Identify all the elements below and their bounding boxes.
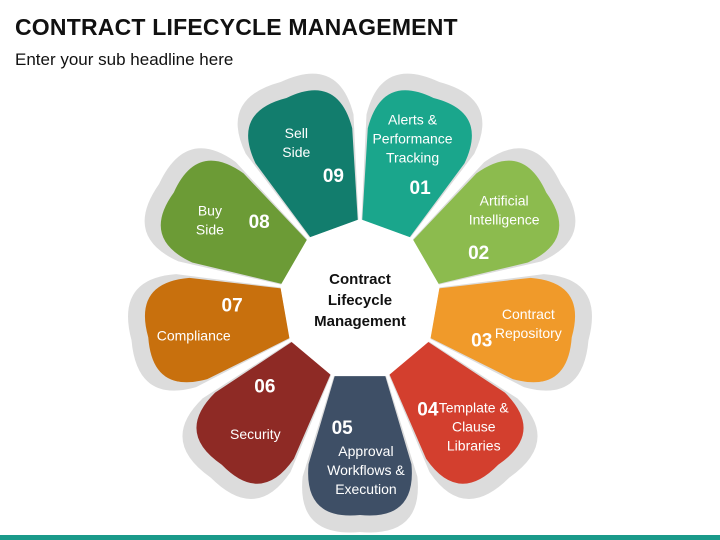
segment-number: 06 xyxy=(254,377,275,398)
segment-label-line: Tracking xyxy=(386,149,439,165)
segment-petal xyxy=(196,341,331,484)
segment-petal xyxy=(160,160,307,284)
segment-number: 08 xyxy=(249,212,270,233)
segment-label-line: Side xyxy=(196,222,224,238)
segment-petal xyxy=(144,277,290,383)
segment-number: 09 xyxy=(323,166,344,187)
segment-label-line: Artificial xyxy=(480,192,529,208)
center-title-line: Management xyxy=(314,313,406,330)
segment-petal xyxy=(308,375,412,516)
bottom-accent-bar xyxy=(0,535,720,540)
segment-label-line: Performance xyxy=(372,130,452,146)
segment-label-line: Template & xyxy=(439,399,510,415)
segment-label-line: Libraries xyxy=(447,437,501,453)
segment-label-line: Buy xyxy=(198,203,222,219)
segment-label-line: Compliance xyxy=(157,327,231,343)
segment-label-line: Intelligence xyxy=(469,211,540,227)
segment-number: 05 xyxy=(332,418,354,439)
segment-label-line: Side xyxy=(282,144,310,160)
segment-label-line: Repository xyxy=(495,325,562,341)
center-title-line: Lifecycle xyxy=(328,292,392,309)
page-title: CONTRACT LIFECYCLE MANAGEMENT xyxy=(15,14,458,40)
center-hub xyxy=(280,219,440,377)
center-title-line: Contract xyxy=(329,271,391,288)
segment-petal xyxy=(362,90,472,238)
page-subtitle: Enter your sub headline here xyxy=(15,50,234,69)
segment-petal xyxy=(248,90,358,238)
segment-label-line: Approval xyxy=(338,443,393,459)
segment-petal xyxy=(430,277,576,383)
segment-label-line: Execution xyxy=(335,481,396,497)
segment-petal xyxy=(413,160,560,284)
segment-label-line: Sell xyxy=(285,125,308,141)
segment-number: 03 xyxy=(471,331,492,352)
segment-label-line: Clause xyxy=(452,418,496,434)
segment-number: 01 xyxy=(410,178,432,199)
segment-label-line: Alerts & xyxy=(388,111,438,127)
segment-number: 04 xyxy=(417,400,439,421)
segment-number: 02 xyxy=(468,243,489,264)
segment-number: 07 xyxy=(222,295,243,316)
segment-label-line: Security xyxy=(230,426,281,442)
segment-petal xyxy=(389,341,524,484)
segment-label-line: Contract xyxy=(502,306,555,322)
segment-label-line: Workflows & xyxy=(327,462,405,478)
